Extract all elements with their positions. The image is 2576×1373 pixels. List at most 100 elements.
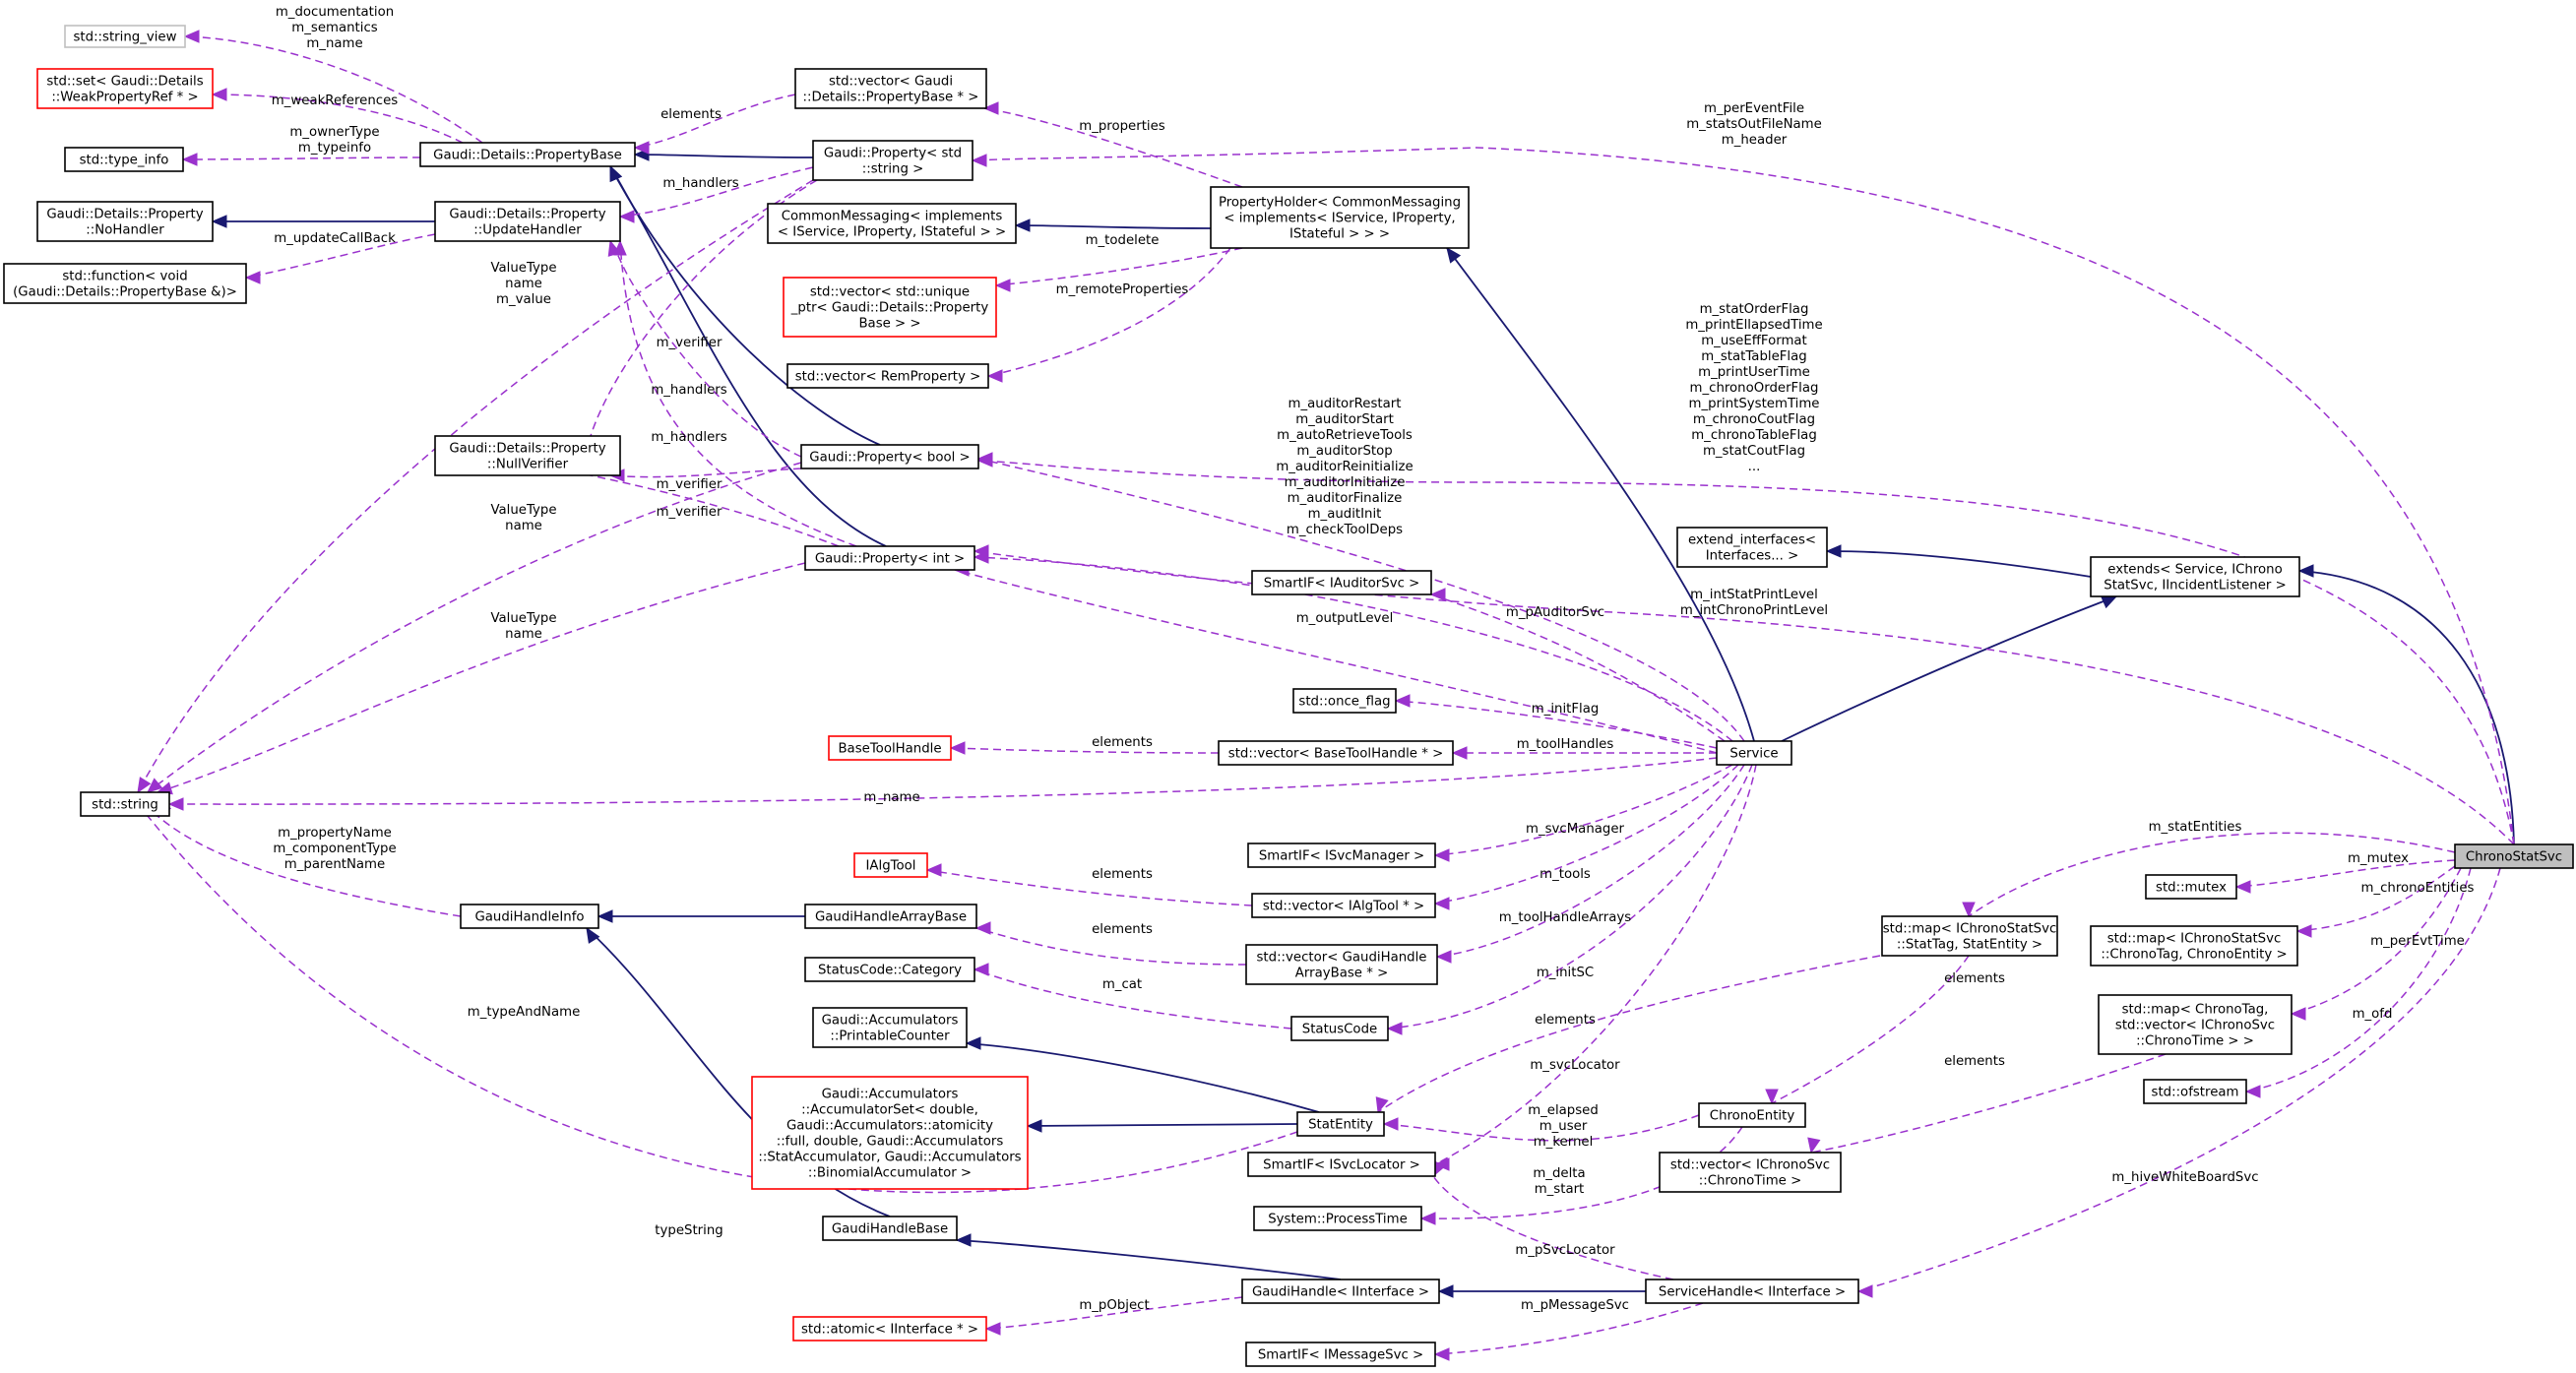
edge-label-line: m_chronoCoutFlag xyxy=(1693,412,1815,427)
node-propertyBase[interactable]: Gaudi::Details::PropertyBase xyxy=(419,142,636,167)
node-vec-chronoTime[interactable]: std::vector< IChronoSvc::ChronoTime > xyxy=(1659,1152,1842,1193)
member-arrowhead xyxy=(1962,902,1976,918)
node-updateHandler[interactable]: Gaudi::Details::Property::UpdateHandler xyxy=(434,201,621,242)
node-extend-interfaces[interactable]: extend_interfaces<Interfaces... > xyxy=(1676,527,1828,568)
node-prop-int[interactable]: Gaudi::Property< int > xyxy=(804,545,975,571)
node-vec-remProp[interactable]: std::vector< RemProperty > xyxy=(786,363,989,389)
member-edge xyxy=(983,107,1243,188)
node-label-line: ChronoStatSvc xyxy=(2466,850,2562,865)
node-label-line: ::ChronoTime > xyxy=(1699,1174,1801,1189)
member-edge xyxy=(987,247,1231,377)
node-box xyxy=(1290,1016,1389,1041)
member-edge xyxy=(954,569,1718,754)
node-smartAuditor[interactable]: SmartIF< IAuditorSvc > xyxy=(1251,570,1432,595)
node-commonMessaging[interactable]: CommonMessaging< implements< IService, I… xyxy=(767,203,1017,244)
node-chronoEntity[interactable]: ChronoEntity xyxy=(1698,1102,1806,1128)
node-map-chrono[interactable]: std::map< IChronoStatSvc::ChronoTag, Chr… xyxy=(2090,925,2298,967)
member-edge xyxy=(147,815,1298,1194)
node-box xyxy=(1247,1152,1436,1177)
inheritance-arrowhead xyxy=(1825,544,1842,558)
edge-label-line: m_name xyxy=(306,36,362,51)
node-vec-baseTool[interactable]: std::vector< BaseToolHandle * > xyxy=(1218,740,1454,766)
node-processTime[interactable]: System::ProcessTime xyxy=(1253,1206,1422,1231)
node-map-chronoTag[interactable]: std::map< ChronoTag,std::vector< IChrono… xyxy=(2098,994,2293,1055)
node-box xyxy=(800,444,979,469)
node-gaudiHandleArrayBase[interactable]: GaudiHandleArrayBase xyxy=(804,904,977,929)
node-std-mutex[interactable]: std::mutex xyxy=(2145,874,2237,900)
node-string-view[interactable]: std::string_view xyxy=(64,25,186,48)
node-once-flag[interactable]: std::once_flag xyxy=(1292,688,1397,714)
node-smartMessage[interactable]: SmartIF< IMessageSvc > xyxy=(1245,1342,1436,1367)
node-box xyxy=(1251,893,1436,918)
node-propertyHolder[interactable]: PropertyHolder< CommonMessaging< impleme… xyxy=(1210,186,1470,249)
node-smartSvcLocator[interactable]: SmartIF< ISvcLocator > xyxy=(1247,1152,1436,1177)
node-statEntity[interactable]: StatEntity xyxy=(1296,1111,1385,1137)
member-arrowhead xyxy=(1433,897,1450,910)
node-serviceHandle[interactable]: ServiceHandle< IInterface > xyxy=(1645,1279,1859,1304)
inheritance-arrowhead xyxy=(955,1233,972,1247)
node-gaudiHandleBase[interactable]: GaudiHandleBase xyxy=(822,1216,958,1241)
inheritance-edge xyxy=(634,154,814,158)
node-noHandler[interactable]: Gaudi::Details::Property::NoHandler xyxy=(36,201,214,242)
node-prop-bool[interactable]: Gaudi::Property< bool > xyxy=(800,444,979,469)
edge-label-line: m_auditorRestart xyxy=(1288,397,1402,411)
node-box xyxy=(1251,570,1432,595)
inheritance-edge xyxy=(966,1042,1320,1113)
node-smartSvcManager[interactable]: SmartIF< ISvcManager > xyxy=(1247,843,1436,868)
node-label-line: std::map< IChronoStatSvc xyxy=(2107,932,2282,947)
node-label-line: Gaudi::Accumulators xyxy=(822,1014,959,1029)
node-baseToolHandle[interactable]: BaseToolHandle xyxy=(828,735,952,761)
node-chronoStatSvc[interactable]: ChronoStatSvc xyxy=(2454,843,2574,869)
node-vec-propBase[interactable]: std::vector< Gaudi::Details::PropertyBas… xyxy=(794,68,987,109)
node-label-line: Gaudi::Details::Property xyxy=(449,442,605,457)
node-box xyxy=(1659,1152,1842,1193)
node-vec-gaudiHandleArray[interactable]: std::vector< GaudiHandleArrayBase * > xyxy=(1245,944,1438,985)
member-edge xyxy=(977,460,2515,845)
edge-label-line: m_perEventFile xyxy=(1704,101,1804,116)
node-box xyxy=(1645,1279,1859,1304)
node-statusCategory[interactable]: StatusCode::Category xyxy=(804,957,975,982)
edge-label-line: m_chronoEntities xyxy=(2361,881,2475,896)
node-map-stat[interactable]: std::map< IChronoStatSvc::StatTag, StatE… xyxy=(1881,915,2058,957)
node-accumulatorSet[interactable]: Gaudi::Accumulators::AccumulatorSet< dou… xyxy=(751,1076,1029,1190)
node-vec-ialgTool[interactable]: std::vector< IAlgTool * > xyxy=(1251,893,1436,918)
node-extends[interactable]: extends< Service, IChronoStatSvc, IIncid… xyxy=(2090,556,2300,597)
node-prop-string[interactable]: Gaudi::Property< std::string > xyxy=(812,140,974,181)
node-set-weak[interactable]: std::set< Gaudi::Details::WeakPropertyRe… xyxy=(36,68,214,109)
node-label-line: ::Details::PropertyBase * > xyxy=(803,91,979,105)
node-label-line: _ptr< Gaudi::Details::Property xyxy=(790,301,989,316)
inheritance-edge xyxy=(1781,595,2117,742)
node-box xyxy=(794,68,987,109)
node-vec-unique[interactable]: std::vector< std::unique_ptr< Gaudi::Det… xyxy=(783,277,997,338)
node-std-ofstream[interactable]: std::ofstream xyxy=(2143,1079,2247,1104)
node-atomic[interactable]: std::atomic< IInterface * > xyxy=(792,1316,987,1342)
member-edge xyxy=(2235,859,2456,888)
node-service[interactable]: Service xyxy=(1716,740,1792,766)
edge-label-line: m_toolHandles xyxy=(1517,737,1614,752)
edge-label-toolHandles: m_toolHandles xyxy=(1517,737,1614,752)
node-type-info[interactable]: std::type_info xyxy=(64,147,184,172)
edge-label-line: m_componentType xyxy=(273,842,396,856)
node-statusCode[interactable]: StatusCode xyxy=(1290,1016,1389,1041)
edge-label-line: ... xyxy=(1748,460,1761,474)
node-std-string[interactable]: std::string xyxy=(80,791,170,817)
member-arrowhead xyxy=(2234,880,2251,894)
member-edge xyxy=(995,247,1243,286)
node-function[interactable]: std::function< void(Gaudi::Details::Prop… xyxy=(3,263,247,304)
edge-label-line: m_auditInit xyxy=(1308,507,1382,522)
node-ialgTool[interactable]: IAlgTool xyxy=(853,852,928,878)
node-gaudiHandleInfo[interactable]: GaudiHandleInfo xyxy=(460,904,599,929)
node-label-line: StatSvc, IIncidentListener > xyxy=(2104,579,2287,593)
node-label-line: Gaudi::Accumulators xyxy=(822,1088,959,1102)
node-gaudiHandle[interactable]: GaudiHandle< IInterface > xyxy=(1241,1279,1440,1304)
node-label-line: StatusCode::Category xyxy=(818,964,962,978)
node-nullVerifier[interactable]: Gaudi::Details::Property::NullVerifier xyxy=(434,435,621,476)
node-printableCounter[interactable]: Gaudi::Accumulators::PrintableCounter xyxy=(812,1007,968,1048)
edge-label-weak: m_weakReferences xyxy=(272,94,398,108)
node-box xyxy=(1218,740,1454,766)
member-arrowhead xyxy=(949,741,966,755)
node-label-line: Gaudi::Details::PropertyBase xyxy=(433,149,622,163)
